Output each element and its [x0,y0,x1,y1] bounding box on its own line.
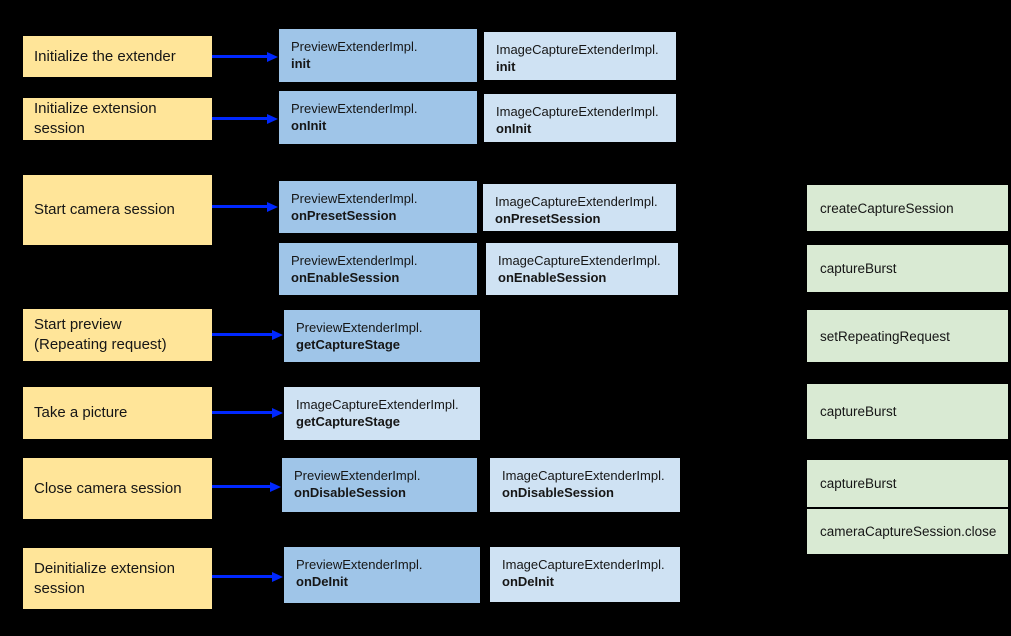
imagecapture-box-init: ImageCaptureExtenderImpl. init [484,32,676,80]
preview-box-ondisablesession: PreviewExtenderImpl. onDisableSession [282,458,477,512]
arrow-deinitialize-extension-session [212,575,272,578]
method-name: onPresetSession [291,208,397,223]
api-label: createCaptureSession [820,200,954,216]
imagecapture-box-ondisablesession: ImageCaptureExtenderImpl. onDisableSessi… [490,458,680,512]
preview-box-oninit: PreviewExtenderImpl. onInit [279,91,477,144]
api-label: captureBurst [820,476,897,491]
method-name: getCaptureStage [296,337,401,352]
step-box-start-preview: Start preview (Repeating request) [23,309,212,361]
method-name: onDeInit [296,574,348,589]
method-name: onDisableSession [294,485,406,500]
method-name: onEnableSession [291,270,400,285]
class-name: ImageCaptureExtenderImpl. [502,468,665,483]
class-name: ImageCaptureExtenderImpl. [296,397,459,412]
imagecapture-box-getcapturestage: ImageCaptureExtenderImpl. getCaptureStag… [284,387,480,440]
method-name: init [496,59,516,74]
preview-box-onenablesession: PreviewExtenderImpl. onEnableSession [279,243,477,295]
class-name: ImageCaptureExtenderImpl. [498,253,661,268]
imagecapture-box-onpresetsession: ImageCaptureExtenderImpl. onPresetSessio… [483,184,676,231]
method-name: onInit [291,118,327,133]
class-name: PreviewExtenderImpl. [291,253,418,268]
method-name: onDisableSession [502,485,614,500]
step-box-close-camera-session: Close camera session [23,458,212,519]
step-box-start-camera-session: Start camera session [23,175,212,245]
preview-box-ondeinit: PreviewExtenderImpl. onDeInit [284,547,480,603]
api-label: setRepeatingRequest [820,328,950,344]
method-name: getCaptureStage [296,414,401,429]
api-box-captureburst-3: captureBurst [807,460,1008,507]
preview-box-getcapturestage: PreviewExtenderImpl. getCaptureStage [284,310,480,362]
arrow-close-camera-session [212,485,270,488]
class-name: PreviewExtenderImpl. [291,191,418,206]
method-name: onInit [496,121,532,136]
class-name: ImageCaptureExtenderImpl. [496,104,659,119]
method-name: onEnableSession [498,270,607,285]
class-name: PreviewExtenderImpl. [296,557,423,572]
api-label: captureBurst [820,261,897,276]
method-name: init [291,56,311,71]
arrow-initialize-extension-session [212,117,267,120]
class-name: PreviewExtenderImpl. [291,39,418,54]
class-name: ImageCaptureExtenderImpl. [502,557,665,572]
class-name: ImageCaptureExtenderImpl. [495,194,658,209]
method-name: onPresetSession [495,211,601,226]
step-box-initialize-extender: Initialize the extender [23,36,212,77]
preview-box-onpresetsession: PreviewExtenderImpl. onPresetSession [279,181,477,233]
step-box-deinitialize-extension-session: Deinitialize extension session [23,548,212,609]
imagecapture-box-oninit: ImageCaptureExtenderImpl. onInit [484,94,676,142]
step-box-take-a-picture: Take a picture [23,387,212,439]
arrow-take-a-picture [212,411,272,414]
api-box-captureburst-1: captureBurst [807,245,1008,292]
api-box-setrepeatingrequest: setRepeatingRequest [807,310,1008,362]
api-box-createcapturesession: createCaptureSession [807,185,1008,231]
preview-box-init: PreviewExtenderImpl. init [279,29,477,82]
imagecapture-box-ondeinit: ImageCaptureExtenderImpl. onDeInit [490,547,680,602]
imagecapture-box-onenablesession: ImageCaptureExtenderImpl. onEnableSessio… [486,243,678,295]
arrow-start-preview [212,333,272,336]
arrow-start-camera-session [212,205,267,208]
api-box-captureburst-2: captureBurst [807,384,1008,439]
class-name: ImageCaptureExtenderImpl. [496,42,659,57]
api-box-cameracapturesession-close: cameraCaptureSession.close [807,509,1008,554]
class-name: PreviewExtenderImpl. [291,101,418,116]
api-label: cameraCaptureSession.close [820,524,997,539]
step-box-initialize-extension-session: Initialize extension session [23,98,212,140]
method-name: onDeInit [502,574,554,589]
api-label: captureBurst [820,404,897,419]
class-name: PreviewExtenderImpl. [294,468,421,483]
class-name: PreviewExtenderImpl. [296,320,423,335]
arrow-initialize-extender [212,55,267,58]
